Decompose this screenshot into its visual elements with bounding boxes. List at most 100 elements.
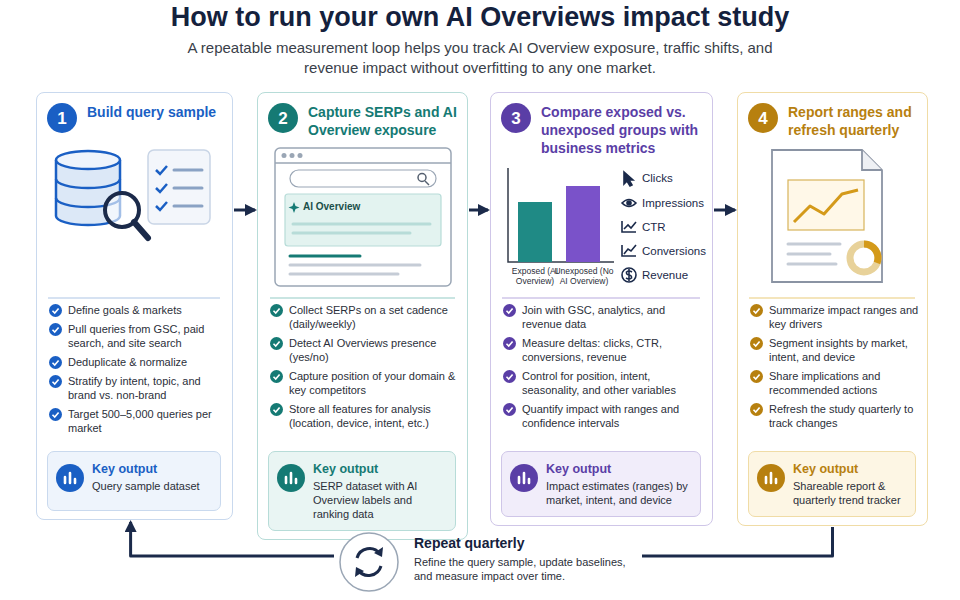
check-icon xyxy=(270,370,283,383)
bullet-item: Store all features for analysis (locatio… xyxy=(270,402,459,430)
icon-disc xyxy=(277,464,305,492)
check-circle xyxy=(750,370,763,383)
bullet-item: Refresh the study quarterly to track cha… xyxy=(750,402,919,430)
key-output-heading: Key output xyxy=(546,461,692,477)
step-heading: Capture SERPs and AI Overview exposure xyxy=(308,103,459,139)
key-output-body: Shareable report & quarterly trend track… xyxy=(793,479,907,507)
check-icon xyxy=(49,356,62,369)
key-output-icon xyxy=(510,464,538,492)
check-circle xyxy=(270,370,283,383)
bullet-text: Refresh the study quarterly to track cha… xyxy=(769,403,913,429)
connector xyxy=(714,209,735,212)
label: Revenue xyxy=(642,268,708,282)
check-circle xyxy=(49,408,62,421)
connector xyxy=(234,209,255,212)
step-heading: Report ranges and refresh quarterly xyxy=(788,103,919,139)
check-circle xyxy=(503,403,516,416)
key-output-body: Query sample dataset xyxy=(92,479,212,493)
repeat-body: Refine the query sample, update baseline… xyxy=(414,555,638,583)
repeat-heading: Repeat quarterly xyxy=(414,535,638,552)
check-mark xyxy=(274,374,280,379)
bullet-text: Deduplicate & normalize xyxy=(68,356,187,368)
bullet-text: Measure deltas: clicks, CTR, conversions… xyxy=(522,337,662,363)
divider xyxy=(270,297,455,299)
check-icon xyxy=(750,304,763,317)
step-number: 1 xyxy=(47,103,77,133)
key-output-box: Key outputImpact estimates (ranges) by m… xyxy=(501,451,701,517)
step-number: 3 xyxy=(501,103,531,133)
step-card: 4Key outputShareable report & quarterly … xyxy=(737,92,928,526)
key-output-body: Impact estimates (ranges) by market, int… xyxy=(546,479,692,507)
check-mark xyxy=(507,341,513,346)
bar-chart xyxy=(508,168,614,262)
step-number: 4 xyxy=(748,103,778,133)
check-mark xyxy=(274,341,280,346)
bullet-text: Define goals & markets xyxy=(68,304,182,316)
check-circle xyxy=(750,337,763,350)
check-icon xyxy=(503,370,516,383)
label: AI Overview xyxy=(303,201,423,213)
bullet-text: Collect SERPs on a set cadence (daily/we… xyxy=(289,304,448,330)
key-output-icon xyxy=(56,464,84,492)
key-output-heading: Key output xyxy=(793,461,907,477)
icon-glyph xyxy=(65,473,75,483)
key-output-icon xyxy=(277,464,305,492)
bullet-item: Deduplicate & normalize xyxy=(49,355,224,369)
step-card: 1Key outputQuery sample datasetBuild que… xyxy=(36,92,233,520)
bullet-text: Quantify impact with ranges and confiden… xyxy=(522,403,679,429)
bullet-item: Stratify by intent, topic, and brand vs.… xyxy=(49,374,224,402)
check-mark xyxy=(53,360,59,365)
bullet-item: Join with GSC, analytics, and revenue da… xyxy=(503,303,704,331)
check-circle xyxy=(503,370,516,383)
repeat-node: Repeat quarterlyRefine the query sample,… xyxy=(338,529,638,583)
cycle-heads xyxy=(355,547,383,577)
bullet-text: Stratify by intent, topic, and brand vs.… xyxy=(68,375,201,401)
bullet-text: Segment insights by market, intent, and … xyxy=(769,337,908,363)
check-mark xyxy=(507,407,513,412)
key-output-icon xyxy=(757,464,785,492)
subtitle: A repeatable measurement loop helps you … xyxy=(160,38,800,78)
check-mark xyxy=(754,407,760,412)
browser-icon xyxy=(275,148,451,286)
bullet-item: Collect SERPs on a set cadence (daily/we… xyxy=(270,303,459,331)
check-mark xyxy=(274,308,280,313)
bullet-text: Target 500–5,000 queries per market xyxy=(68,408,212,434)
check-circle xyxy=(49,356,62,369)
label: Impressions xyxy=(642,196,712,210)
bullet-item: Capture position of your domain & key co… xyxy=(270,369,459,397)
check-icon xyxy=(49,375,62,388)
key-output-box: Key outputShareable report & quarterly t… xyxy=(748,451,916,517)
bullet-text: Pull queries from GSC, paid search, and … xyxy=(68,323,204,349)
icon-disc xyxy=(757,464,785,492)
key-output-heading: Key output xyxy=(313,461,447,477)
check-circle xyxy=(49,304,62,317)
step-number-text: 4 xyxy=(758,110,767,127)
check-circle xyxy=(49,375,62,388)
check-icon xyxy=(49,408,62,421)
bullet-list: Summarize impact ranges and key driversS… xyxy=(750,303,919,435)
check-circle xyxy=(270,304,283,317)
bullet-list: Collect SERPs on a set cadence (daily/we… xyxy=(270,303,459,435)
divider xyxy=(48,297,220,299)
bullet-text: Join with GSC, analytics, and revenue da… xyxy=(522,304,665,330)
icon-glyph xyxy=(766,473,776,483)
check-icon xyxy=(750,403,763,416)
bullet-item: Measure deltas: clicks, CTR, conversions… xyxy=(503,336,704,364)
check-icon xyxy=(270,403,283,416)
magnifier-icon xyxy=(105,193,148,238)
bullet-text: Store all features for analysis (locatio… xyxy=(289,403,431,429)
bullet-item: Quantify impact with ranges and confiden… xyxy=(503,402,704,430)
step-number-text: 1 xyxy=(57,110,66,127)
check-icon xyxy=(750,370,763,383)
title: How to run your own AI Overviews impact … xyxy=(0,2,960,33)
icon-glyph xyxy=(519,473,529,483)
label: Conversions xyxy=(642,244,712,258)
report-icon xyxy=(772,150,882,282)
bullet-text: Capture position of your domain & key co… xyxy=(289,370,455,396)
check-circle xyxy=(270,337,283,350)
bullet-text: Control for position, intent, seasonalit… xyxy=(522,370,676,396)
step-number: 2 xyxy=(268,103,298,133)
step-card: 3Key outputImpact estimates (ranges) by … xyxy=(490,92,713,526)
check-mark xyxy=(507,308,513,313)
